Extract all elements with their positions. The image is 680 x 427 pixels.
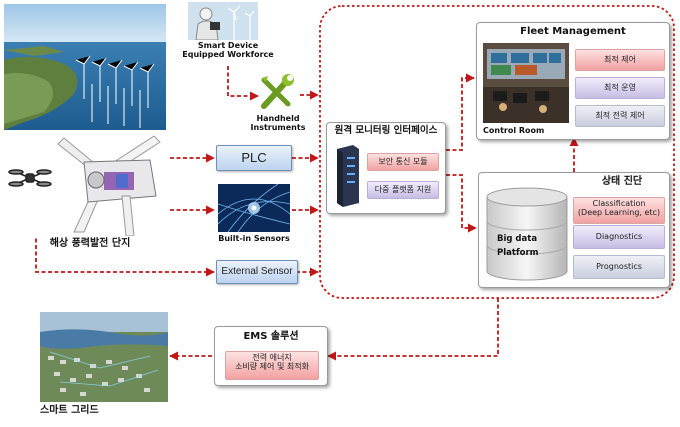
wind-farm-label: 해상 풍력발전 단지	[49, 238, 131, 249]
optimal-operation: 최적 운영	[575, 77, 665, 99]
handheld-label: Handheld Instruments	[250, 114, 306, 133]
turbine-drone-illustration	[4, 132, 168, 236]
offshore-wind-photo	[4, 4, 166, 130]
database-icon	[485, 185, 569, 281]
fleet-management-title: Fleet Management	[520, 26, 626, 37]
built-in-sensors-photo	[218, 184, 290, 232]
big-data-label: Big data Platform	[497, 234, 539, 258]
plc-box: PLC	[216, 145, 292, 171]
remote-monitoring-title: 원격 모니터링 인터페이스	[334, 125, 438, 136]
classification-box: Classification (Deep Learning, etc)	[573, 197, 665, 224]
wrench-screwdriver-icon	[258, 72, 298, 112]
diagnostics-box: Diagnostics	[573, 225, 665, 249]
optimal-power-control: 최적 전력 제어	[575, 105, 665, 127]
external-sensor-box: External Sensor	[216, 260, 298, 284]
remote-monitoring-panel: 원격 모니터링 인터페이스 보안 통신 모듈 다중 플랫폼 지원	[326, 122, 446, 214]
multi-platform-support: 다중 플랫폼 지원	[367, 181, 439, 199]
prognostics-box: Prognostics	[573, 255, 665, 279]
ems-title: EMS 솔루션	[243, 331, 299, 342]
server-icon	[333, 145, 361, 207]
built-in-label: Built-in Sensors	[218, 234, 290, 243]
monitoring-frame	[319, 5, 675, 299]
ems-description: 전력 에너지 소비량 제어 및 최적화	[225, 351, 319, 380]
fleet-management-panel: Fleet Management Control Room 최적 제어 최적 운…	[476, 22, 670, 140]
control-room-label: Control Room	[483, 126, 545, 135]
plc-label: PLC	[241, 150, 267, 165]
secure-comm-module: 보안 통신 모듈	[367, 153, 439, 171]
smart-grid-label: 스마트 그리드	[40, 405, 99, 416]
diagnosis-title: 상태 진단	[601, 176, 643, 187]
workforce-label: Smart Device Equipped Workforce	[182, 41, 274, 60]
smart-grid-photo	[40, 312, 168, 402]
ems-panel: EMS 솔루션 전력 에너지 소비량 제어 및 최적화	[214, 326, 328, 386]
diagnosis-panel: 상태 진단 Big data Platform Classification (…	[478, 172, 670, 288]
optimal-control: 최적 제어	[575, 49, 665, 71]
control-room-photo	[483, 43, 569, 123]
external-sensor-label: External Sensor	[221, 266, 293, 277]
workforce-photo	[188, 2, 258, 40]
